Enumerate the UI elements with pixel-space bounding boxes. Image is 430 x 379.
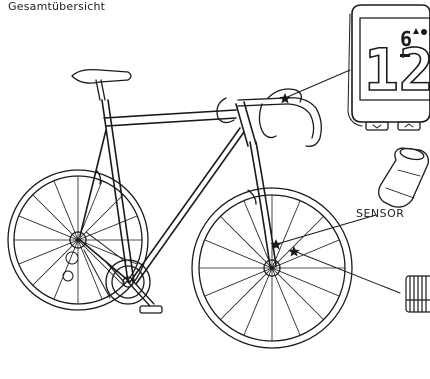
- front-wheel: [192, 188, 352, 348]
- rear-wheel: [8, 170, 148, 310]
- display-indicator-icon: [421, 29, 427, 35]
- star-marker-icon: [279, 93, 290, 104]
- display-main-digits: 12: [364, 36, 430, 104]
- star-marker-icon: [288, 246, 299, 257]
- computer-display: 12 6: [364, 27, 430, 104]
- bicycle-illustration: [8, 70, 352, 348]
- display-small-digit: 6: [400, 27, 412, 51]
- computer-leader-line: [285, 70, 350, 98]
- spoke-magnet-icon: [406, 276, 430, 312]
- display-unit-mark: [400, 54, 410, 57]
- display-wave-icon: [413, 28, 419, 34]
- star-markers: [270, 93, 299, 257]
- front-brake: [248, 190, 256, 204]
- sensor-label: SENSOR: [356, 207, 404, 220]
- magnet-leader-line: [294, 251, 400, 293]
- saddle: [72, 70, 131, 100]
- sensor-icon: [379, 147, 429, 208]
